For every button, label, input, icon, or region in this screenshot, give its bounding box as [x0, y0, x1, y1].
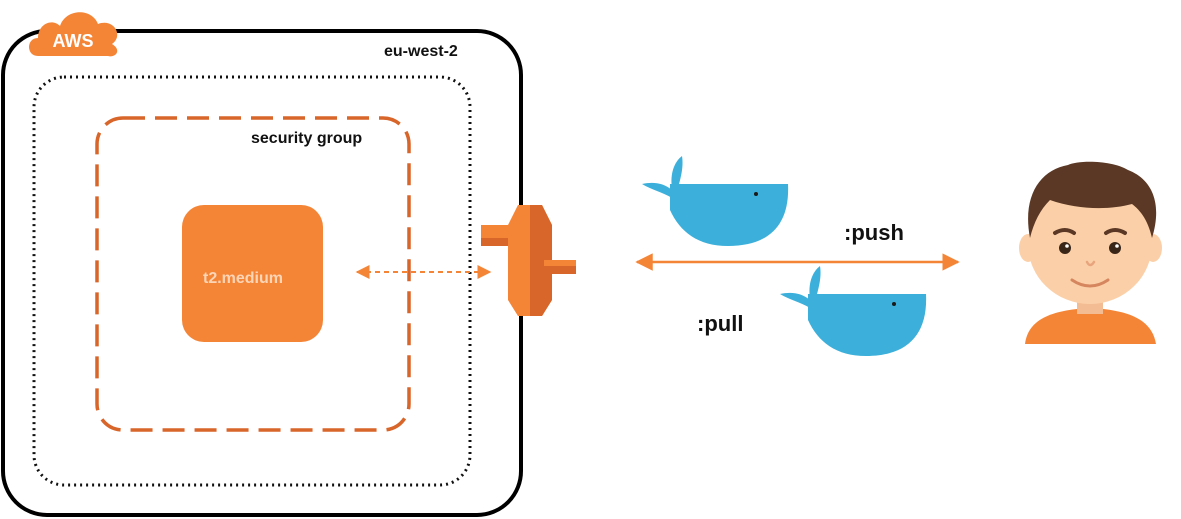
docker-whale-icon [642, 156, 789, 246]
docker-whale-icon [780, 266, 927, 356]
aws-label: AWS [52, 31, 93, 51]
internet-gateway-icon [481, 205, 576, 316]
push-label: :push [844, 220, 904, 245]
user-avatar-icon [1019, 161, 1162, 344]
region-label: eu-west-2 [384, 43, 458, 60]
ec2-instance [182, 205, 323, 342]
instance-label: t2.medium [203, 270, 283, 287]
aws-cloud-icon [29, 12, 118, 57]
pull-label: :pull [697, 311, 743, 336]
security-group-label: security group [251, 130, 362, 147]
vpc-box [32, 75, 472, 487]
